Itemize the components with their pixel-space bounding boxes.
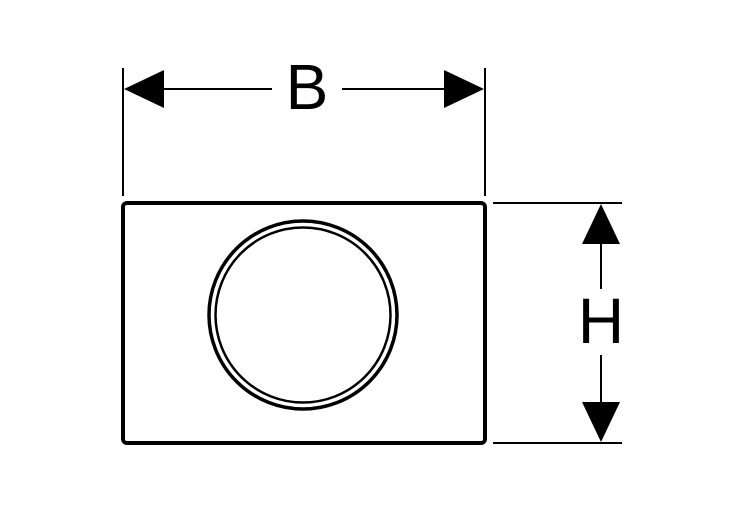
button-inner-ring — [214, 226, 392, 404]
width-arrowhead-right — [444, 70, 484, 108]
plate-outline — [121, 201, 487, 445]
height-arrowhead-bottom — [582, 402, 620, 442]
width-label: B — [272, 55, 342, 121]
width-arrowhead-left — [124, 70, 164, 108]
height-label: H — [572, 289, 630, 355]
height-arrowhead-top — [582, 204, 620, 244]
button-outer-ring — [207, 219, 399, 411]
